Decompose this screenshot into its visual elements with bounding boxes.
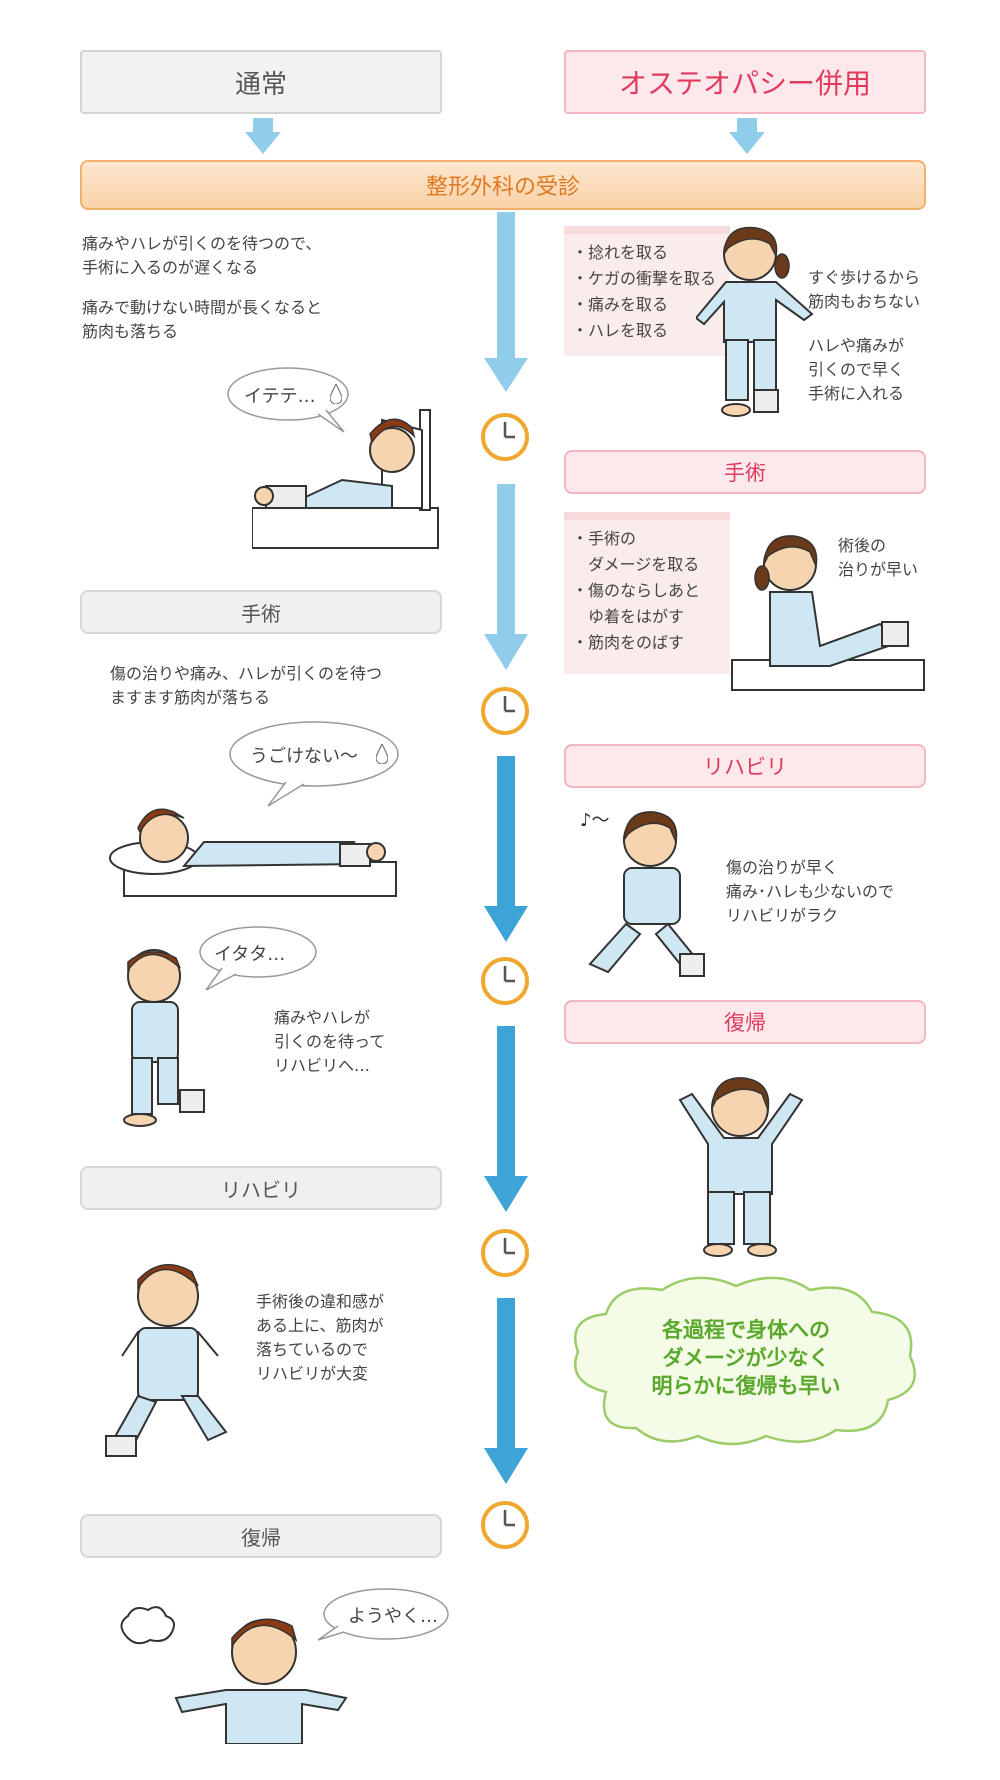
header-osteopathy: オステオパシー併用 — [564, 50, 926, 114]
right-stage-rehab: リハビリ — [564, 744, 926, 788]
sitting-girl-illustration — [731, 535, 925, 691]
water-drop-icon — [330, 384, 342, 404]
right-note-3: 傷の治りが早く 痛み･ハレも少ないので リハビリがラク — [726, 858, 895, 925]
left-intro-text-2: 痛みで動けない時間が長くなると 筋肉も落ちる — [82, 298, 323, 341]
right-note-1b: ハレや痛みが 引くので早く 手術に入れる — [808, 336, 905, 403]
down-arrow-icon — [729, 118, 765, 154]
left-stage-return-label: 復帰 — [241, 1525, 281, 1550]
left-rehab-text: 手術後の違和感が ある上に、筋肉が 落ちているので リハビリが大変 — [256, 1292, 385, 1383]
down-arrow-icon — [245, 118, 281, 154]
struggling-boy-illustration — [105, 1263, 228, 1457]
right-stage-surgery: 手術 — [564, 450, 926, 494]
clock-icon — [480, 686, 530, 740]
header-osteopathy-label: オステオパシー併用 — [618, 67, 871, 100]
left-wait-text: 痛みやハレが 引くのを待って リハビリへ… — [274, 1008, 386, 1075]
clock-icon — [480, 1228, 530, 1282]
header-standard: 通常 — [80, 50, 442, 114]
left-surgery-text: 傷の治りや痛み、ハレが引くのを待つ ますます筋肉が落ちる — [110, 664, 383, 707]
speech-bubble: ようやく… — [312, 1586, 452, 1642]
boy-in-bed-illustration — [252, 409, 439, 549]
list-item: ・ケガの衝撃を取る — [572, 269, 717, 288]
down-arrow-icon — [484, 1298, 528, 1484]
sighing-boy-illustration — [120, 1606, 348, 1744]
right-stage-return: 復帰 — [564, 1000, 926, 1044]
right-note-2: 術後の 治りが早い — [838, 536, 919, 579]
step-orthopedic-visit: 整形外科の受診 — [80, 160, 926, 210]
right-stage-return-label: 復帰 — [724, 1011, 766, 1035]
right-stage-rehab-label: リハビリ — [703, 755, 787, 779]
left-stage-surgery-label: 手術 — [241, 601, 281, 626]
summary-cloud: 各過程で身体への ダメージが少なく 明らかに復帰も早い — [566, 1272, 926, 1448]
down-arrow-icon — [484, 484, 528, 670]
cheering-girl-illustration — [678, 1077, 804, 1257]
left-stage-rehab: リハビリ — [80, 1166, 442, 1210]
speech-bubble: イテテ… — [226, 366, 354, 433]
header-standard-label: 通常 — [234, 69, 287, 100]
speech-bubble-text: うごけない～ — [250, 746, 358, 767]
stretching-girl-illustration — [588, 811, 705, 977]
down-arrow-icon — [484, 1026, 528, 1212]
clock-icon — [480, 412, 530, 466]
speech-bubble-text: ようやく… — [348, 1606, 438, 1627]
speech-bubble: イタタ… — [196, 924, 317, 991]
down-arrow-icon — [484, 212, 528, 392]
boy-lying-down-illustration — [109, 808, 397, 897]
left-stage-surgery: 手術 — [80, 590, 442, 634]
right-note-1a: すぐ歩けるから 筋肉もおちない — [808, 268, 921, 311]
water-drop-icon — [376, 744, 388, 764]
list-item: ・筋肉をのばす — [572, 633, 685, 652]
right-list-1: ・捻れを取る ・ケガの衝撃を取る ・痛みを取る ・ハレを取る — [564, 226, 730, 356]
list-item: ・手術の ダメージを取る — [572, 529, 700, 574]
summary-text: 各過程で身体への ダメージが少なく 明らかに復帰も早い — [651, 1318, 841, 1398]
left-stage-rehab-label: リハビリ — [221, 1177, 301, 1202]
walking-girl-illustration — [696, 226, 814, 417]
right-stage-surgery-label: 手術 — [724, 461, 766, 485]
list-item: ・痛みを取る — [572, 295, 669, 314]
list-item: ・傷のならしあと ゆ着をはがす — [572, 581, 701, 626]
left-intro-text-1: 痛みやハレが引くのを待つので、 手術に入るのが遅くなる — [82, 234, 322, 277]
limping-boy-illustration — [123, 949, 205, 1127]
speech-bubble-text: イタタ… — [214, 944, 286, 965]
left-stage-return: 復帰 — [80, 1514, 442, 1558]
music-note-icon: ♪～ — [580, 810, 610, 831]
clock-icon — [480, 956, 530, 1010]
step-orthopedic-visit-label: 整形外科の受診 — [425, 175, 580, 200]
speech-bubble-text: イテテ… — [244, 386, 316, 407]
right-list-2: ・手術の ダメージを取る ・傷のならしあと ゆ着をはがす ・筋肉をのばす — [564, 512, 730, 674]
list-item: ・捻れを取る — [572, 243, 669, 262]
list-item: ・ハレを取る — [572, 321, 669, 340]
clock-icon — [480, 1500, 530, 1554]
speech-bubble: うごけない～ — [228, 720, 399, 807]
down-arrow-icon — [484, 756, 528, 942]
